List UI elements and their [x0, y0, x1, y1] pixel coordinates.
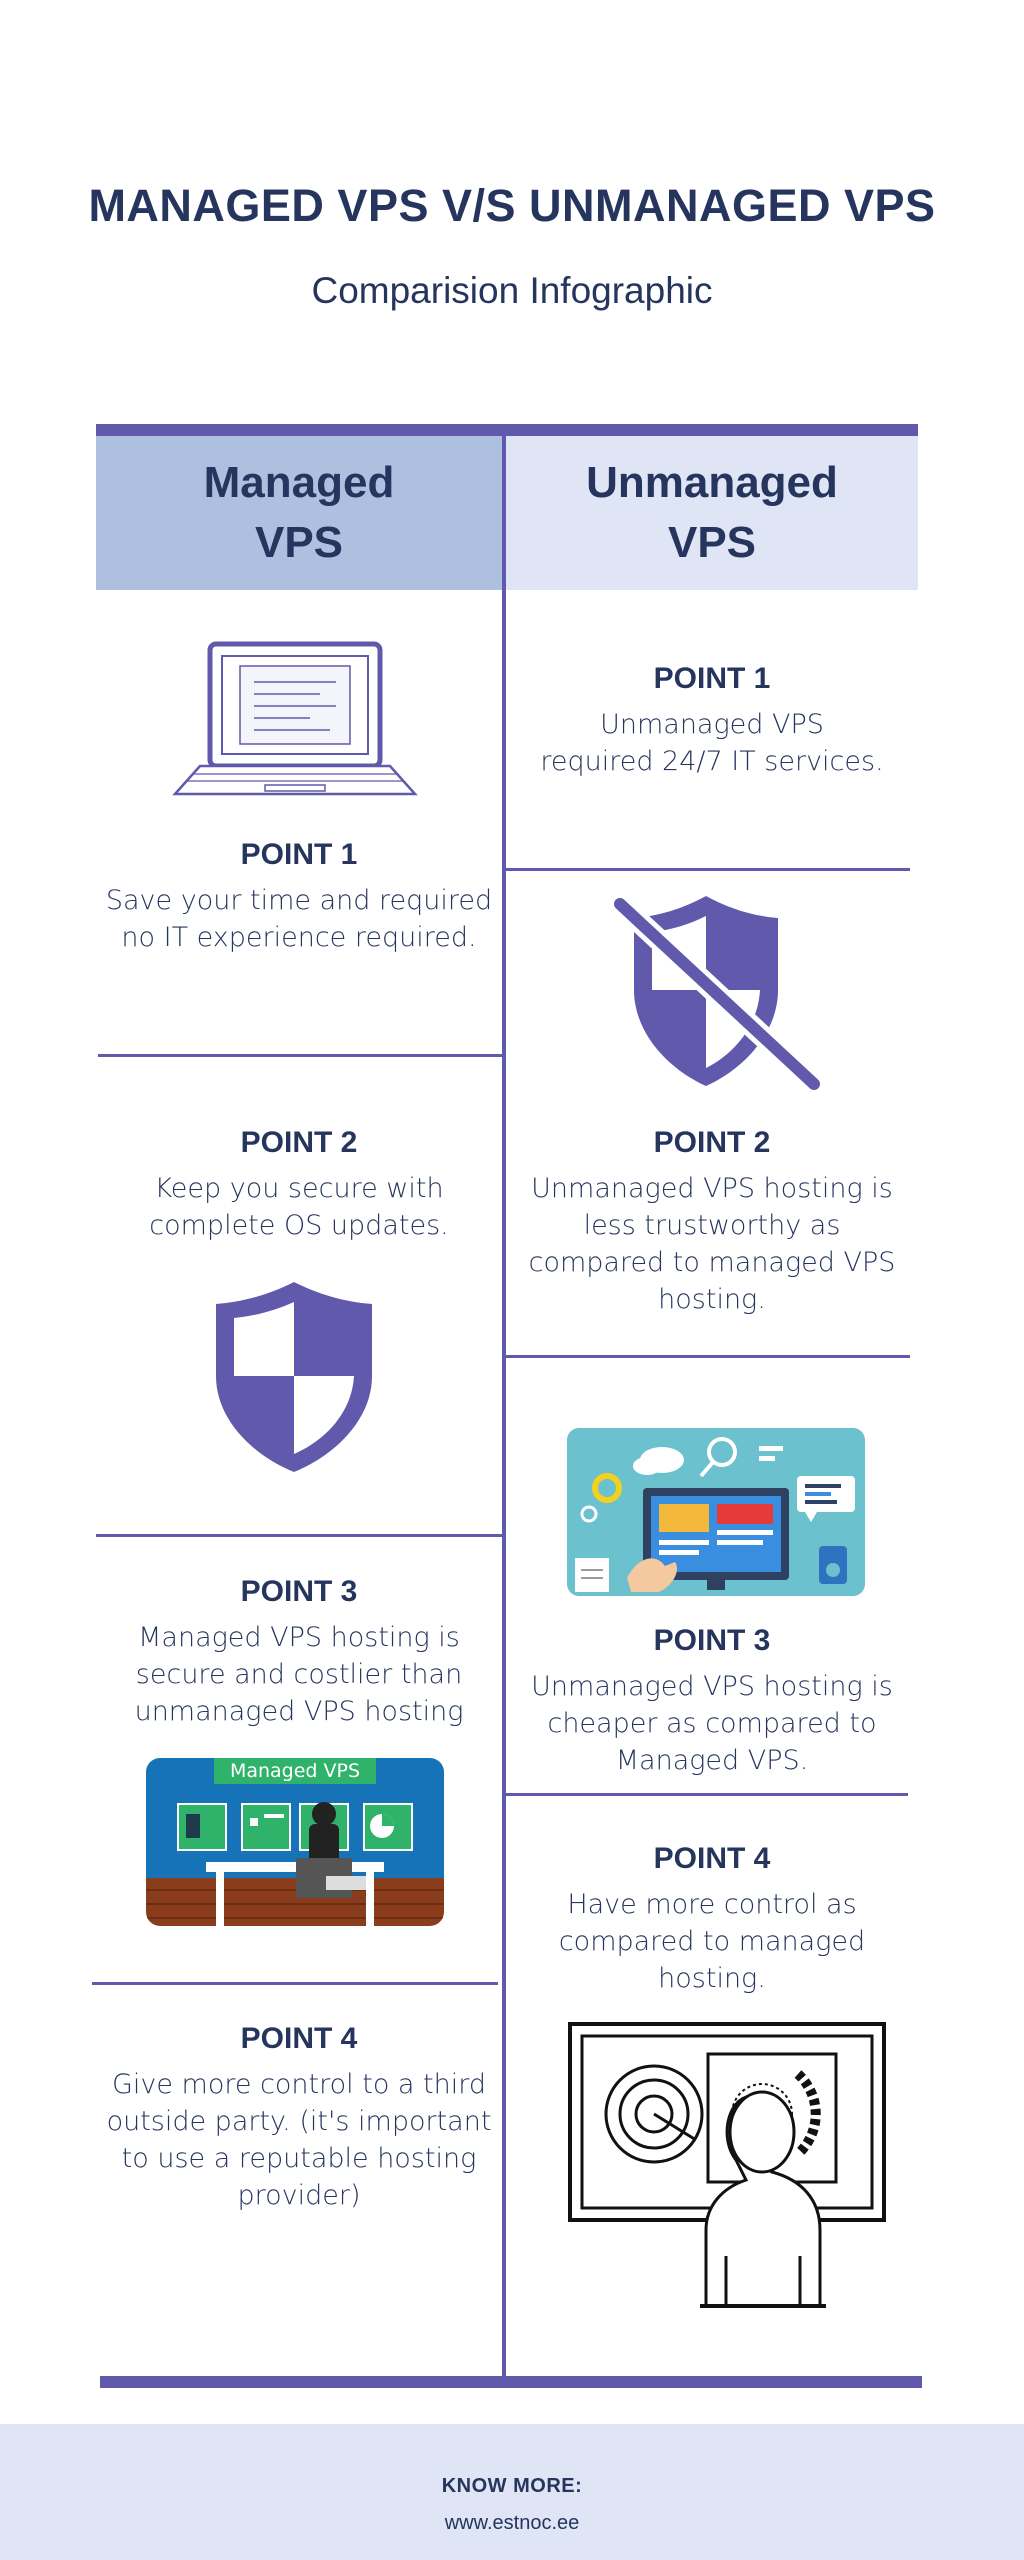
text-line: less trustworthy as [583, 1210, 841, 1241]
managed-point2-text: Keep you secure with complete OS updates… [96, 1170, 502, 1244]
text-line: cheaper as compared to [547, 1708, 877, 1739]
unmanaged-point3-text: Unmanaged VPS hosting is cheaper as comp… [506, 1668, 918, 1779]
table-top-bar [96, 424, 918, 436]
page-title: MANAGED VPS V/S UNMANAGED VPS [88, 180, 936, 231]
text-line: complete OS updates. [149, 1210, 449, 1241]
text-line: Unmanaged VPS hosting is [531, 1173, 893, 1204]
page-subtitle: Comparision Infographic [311, 270, 713, 311]
column-divider [502, 436, 506, 2378]
row-separator [506, 868, 910, 871]
laptop-icon [172, 641, 418, 796]
text-line: compared to managed VPS [528, 1247, 896, 1278]
row-separator [506, 1793, 908, 1796]
shield-crossed-icon [610, 894, 824, 1092]
text-line: Managed VPS hosting is [138, 1622, 460, 1653]
text-line: unmanaged VPS hosting [134, 1696, 464, 1727]
monitor-illustration [567, 1428, 865, 1596]
unmanaged-point2-title: POINT 2 [653, 1126, 771, 1159]
managed-point4-text: Give more control to a third outside par… [96, 2066, 502, 2214]
text-line: Give more control to a third [111, 2069, 487, 2100]
managed-point3-text: Managed VPS hosting is secure and costli… [96, 1619, 502, 1730]
managed-point2-title: POINT 2 [240, 1126, 358, 1159]
text-line: no IT experience required. [121, 922, 477, 953]
text-line: Save your time and required [105, 885, 493, 916]
unmanaged-point3-title: POINT 3 [653, 1624, 771, 1657]
shield-icon [216, 1282, 372, 1472]
row-separator [92, 1982, 498, 1985]
text-line: Unmanaged VPS hosting is [531, 1671, 893, 1702]
unmanaged-point4-text: Have more control as compared to managed… [506, 1886, 918, 1997]
illustration-sign: Managed VPS [230, 1760, 360, 1782]
unmanaged-point1-title: POINT 1 [653, 662, 771, 695]
footer [0, 2424, 1024, 2560]
table-bottom-bar [100, 2376, 922, 2388]
text-line: required 24/7 IT services. [540, 746, 884, 777]
text-line: to use a reputable hosting [121, 2143, 477, 2174]
text-line: Unmanaged VPS [600, 709, 824, 740]
column-header-line: Unmanaged [586, 458, 838, 507]
managed-vps-illustration: Managed VPS [146, 1758, 444, 1926]
text-line: compared to managed [558, 1926, 866, 1957]
website-link[interactable]: www.estnoc.ee [444, 2512, 580, 2534]
text-line: Keep you secure with [154, 1173, 444, 1204]
text-line: Managed VPS. [615, 1745, 809, 1776]
row-separator [506, 1355, 910, 1358]
managed-point4-title: POINT 4 [240, 2022, 358, 2055]
column-header-line: Managed [203, 458, 395, 507]
unmanaged-point2-text: Unmanaged VPS hosting is less trustworth… [506, 1170, 918, 1318]
unmanaged-point4-title: POINT 4 [653, 1842, 771, 1875]
column-header-line: VPS [667, 518, 757, 567]
text-line: secure and costlier than [135, 1659, 463, 1690]
text-line: Have more control as [567, 1889, 857, 1920]
managed-point1-title: POINT 1 [240, 838, 358, 871]
row-separator [98, 1054, 502, 1057]
managed-point3-title: POINT 3 [240, 1575, 358, 1608]
person-monitor-illustration [568, 2022, 886, 2308]
managed-point1-text: Save your time and required no IT experi… [96, 882, 502, 956]
unmanaged-point1-text: Unmanaged VPS required 24/7 IT services. [506, 706, 918, 780]
text-line: outside party. (it's important [106, 2106, 492, 2137]
text-line: hosting. [658, 1284, 766, 1315]
know-more-label: KNOW MORE: [441, 2475, 583, 2497]
row-separator [96, 1534, 502, 1537]
text-line: provider) [237, 2180, 361, 2211]
text-line: hosting. [658, 1963, 766, 1994]
column-header-line: VPS [254, 518, 344, 567]
